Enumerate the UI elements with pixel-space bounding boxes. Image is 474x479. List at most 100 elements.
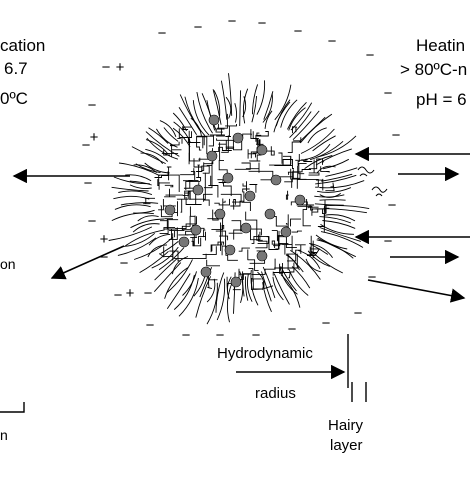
- hair-strand: [118, 191, 152, 195]
- hair-strand: [281, 275, 300, 308]
- submicelle-dot: [201, 267, 211, 277]
- submicelle-dot: [209, 115, 219, 125]
- hair-strand: [325, 205, 370, 208]
- negative-charge: −: [158, 25, 167, 42]
- hair-strand: [240, 90, 241, 126]
- hair-strand: [325, 168, 357, 177]
- hair-strand: [317, 240, 354, 258]
- core-strand: [272, 231, 278, 241]
- surface-charges: −−−−−−−−−−−−−−−−−−−−−−−−−−−−++++: [82, 13, 401, 344]
- core-strand: [278, 153, 282, 164]
- negative-charge: −: [100, 249, 109, 266]
- submicelle-dot: [241, 223, 251, 233]
- positive-charge: +: [100, 231, 109, 248]
- negative-charge: −: [294, 23, 303, 40]
- core-strand: [243, 181, 247, 191]
- left-scale-bracket: [0, 402, 24, 412]
- hair-strand: [317, 166, 336, 173]
- core-strand: [202, 166, 209, 173]
- core-strand: [165, 185, 173, 187]
- core-strand: [159, 246, 163, 256]
- hair-strand: [281, 100, 297, 128]
- released-fragment-2: [372, 187, 387, 196]
- hair-strand: [320, 200, 346, 201]
- core-strand: [292, 231, 302, 232]
- negative-charge: −: [392, 127, 401, 144]
- core-strand: [248, 149, 255, 158]
- hair-strand: [315, 175, 356, 184]
- core-strand: [207, 275, 217, 289]
- hair-strand: [164, 128, 178, 142]
- hair-strand: [321, 232, 363, 248]
- negative-charge: −: [144, 285, 153, 302]
- negative-charge: −: [384, 233, 393, 250]
- hair-strand: [322, 221, 355, 229]
- core-strand: [291, 219, 302, 226]
- submicelle-dot: [257, 251, 267, 261]
- core-strand: [288, 137, 301, 152]
- negative-charge: −: [146, 317, 155, 334]
- hair-strand: [229, 73, 232, 116]
- submicelle-dot: [271, 175, 281, 185]
- core-strand: [283, 156, 291, 164]
- hair-strand: [112, 213, 154, 221]
- hair-strand: [125, 230, 164, 246]
- core-strand: [160, 221, 169, 234]
- core-strand: [171, 142, 180, 146]
- negative-charge: −: [368, 269, 377, 286]
- negative-charge: −: [120, 255, 129, 272]
- negative-charge: −: [88, 97, 97, 114]
- core-strand: [183, 126, 192, 129]
- submicelle-dot: [165, 205, 175, 215]
- hair-strand: [235, 103, 237, 122]
- core-strand: [214, 199, 229, 205]
- core-strand: [158, 179, 170, 190]
- core-strand: [190, 139, 200, 161]
- hair-strand: [301, 129, 334, 154]
- core-strand: [197, 137, 207, 154]
- hair-strand: [313, 136, 336, 151]
- submicelle-dot: [265, 209, 275, 219]
- hair-strand: [115, 205, 151, 210]
- hair-strand: [227, 283, 232, 323]
- core-strand: [196, 165, 200, 181]
- negative-charge: −: [388, 197, 397, 214]
- submicelle-dot: [231, 277, 241, 287]
- core-strand: [207, 260, 220, 266]
- submicelle-dot: [193, 185, 203, 195]
- hair-strand: [197, 92, 213, 133]
- hair-strand: [314, 195, 344, 197]
- hair-strand: [146, 132, 179, 157]
- hairy-label: Hairy: [328, 418, 363, 433]
- core-strand: [269, 157, 291, 165]
- submicelle-dot: [207, 151, 217, 161]
- negative-charge: −: [288, 321, 297, 338]
- core-strand: [282, 160, 294, 169]
- hair-strand: [131, 219, 165, 228]
- negative-charge: −: [228, 13, 237, 30]
- core-strand: [164, 189, 176, 197]
- hair-strand: [113, 196, 149, 199]
- hair-strand: [320, 228, 361, 242]
- core-strand: [278, 237, 297, 248]
- core-strand: [223, 199, 225, 210]
- negative-charge: −: [252, 327, 261, 344]
- hair-strand: [138, 216, 159, 221]
- left-title-line1: cation: [0, 37, 45, 54]
- negative-charge: −: [88, 213, 97, 230]
- released-fragment-1: [358, 167, 374, 176]
- hair-strand: [174, 275, 194, 310]
- hydrodynamic-label: Hydrodynamic: [217, 346, 313, 361]
- negative-charge: −: [102, 59, 111, 76]
- core-strand: [272, 241, 282, 248]
- negative-charge: −: [194, 19, 203, 36]
- hair-strand: [257, 80, 265, 114]
- negative-charge: −: [84, 175, 93, 192]
- submicelle-dot: [191, 225, 201, 235]
- submicelle-dot: [245, 191, 255, 201]
- hair-strand: [179, 278, 198, 316]
- submicelle-dot: [281, 227, 291, 237]
- submicelle-dot: [215, 209, 225, 219]
- hair-strand: [323, 159, 349, 169]
